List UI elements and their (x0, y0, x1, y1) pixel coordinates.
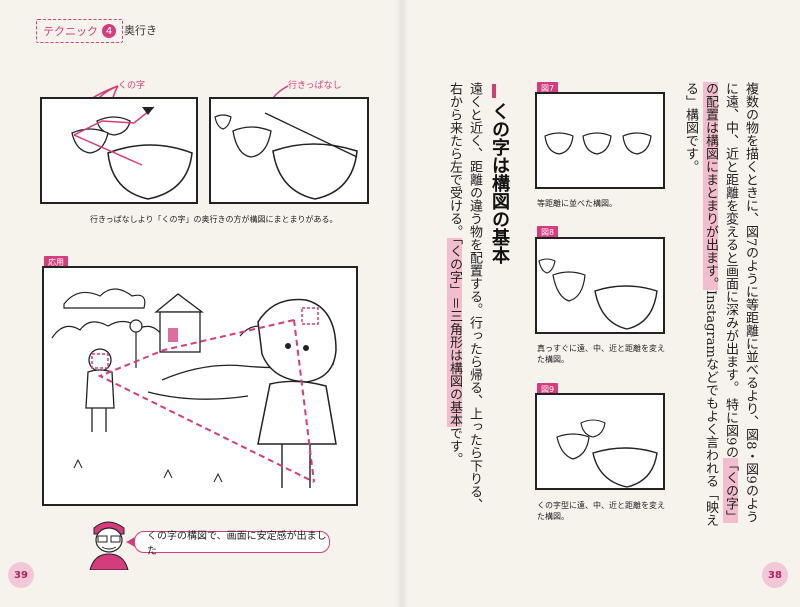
top-panels-caption: 行きっぱなしより「くの字」の奥行きの方が構図にまとまりがある。 (90, 215, 338, 224)
ouyou-tag: 応用 (44, 256, 68, 269)
callout-ikippanashi: 行きっぱなし (288, 81, 342, 91)
chapter-tab: テクニック 4 (36, 19, 123, 43)
fig9-caption: くの字型に遠、中、近と距離を変えた構図。 (537, 501, 665, 521)
speech-bubble-text: くの字の構図で、画面に安定感が出ました (147, 531, 327, 557)
panel-ku-no-ji (40, 97, 198, 204)
fig7-caption: 等距離に並べた構図。 (537, 199, 617, 208)
panel-ikippanashi (209, 97, 369, 204)
book-gutter (396, 0, 408, 607)
fig7-panel (535, 92, 665, 189)
panel-applied-scene (42, 266, 358, 506)
page-number-right: 38 (762, 562, 788, 588)
body-paragraph-pre: 遠くと近く、距離の違う物を配置する。行ったら帰る、上ったら下りる、右から来たら左… (447, 82, 482, 511)
intro-paragraph: 複数の物を描くときに、図7のように等距離に並べるより、図8・図9のように遠、中、… (672, 82, 760, 532)
teacher-avatar (89, 521, 129, 570)
section-heading: くの字は構図の基本 (489, 102, 510, 264)
chapter-number-badge: 4 (102, 24, 116, 38)
intro-paragraph-2-post: Instagramなどでもよく言われる「映える」構図です。 (683, 82, 718, 527)
body-paragraph: 遠くと近く、距離の違う物を配置する。行ったら帰る、上ったら下りる、右から来たら左… (422, 82, 484, 522)
fig8-caption: 真っすぐに遠、中、近と距離を変えた構図。 (537, 344, 665, 364)
fig9-panel (535, 393, 665, 490)
intro-paragraph-2-pre: 特に図9の (723, 398, 738, 459)
callout-ku-no-ji: くの字 (118, 81, 146, 91)
fig7-tag: 図7 (537, 82, 559, 95)
section-name: 奥行き (124, 24, 157, 37)
speech-bubble: くの字の構図で、画面に安定感が出ました (126, 531, 330, 557)
body-paragraph-post: です。 (447, 426, 462, 466)
fig9-tag: 図9 (537, 383, 559, 396)
intro-paragraph-1: 複数の物を描くときに、図7のように等距離に並べるより、図8・図9のように遠、中、… (723, 82, 758, 523)
body-paragraph-highlight: 「くの字」＝三角形は構図の基本 (447, 238, 462, 427)
fig8-panel (535, 237, 665, 334)
page-number-left: 39 (8, 562, 34, 588)
fig8-tag: 図8 (537, 226, 559, 239)
chapter-label: テクニック (43, 25, 98, 38)
heading-marker (492, 84, 496, 98)
